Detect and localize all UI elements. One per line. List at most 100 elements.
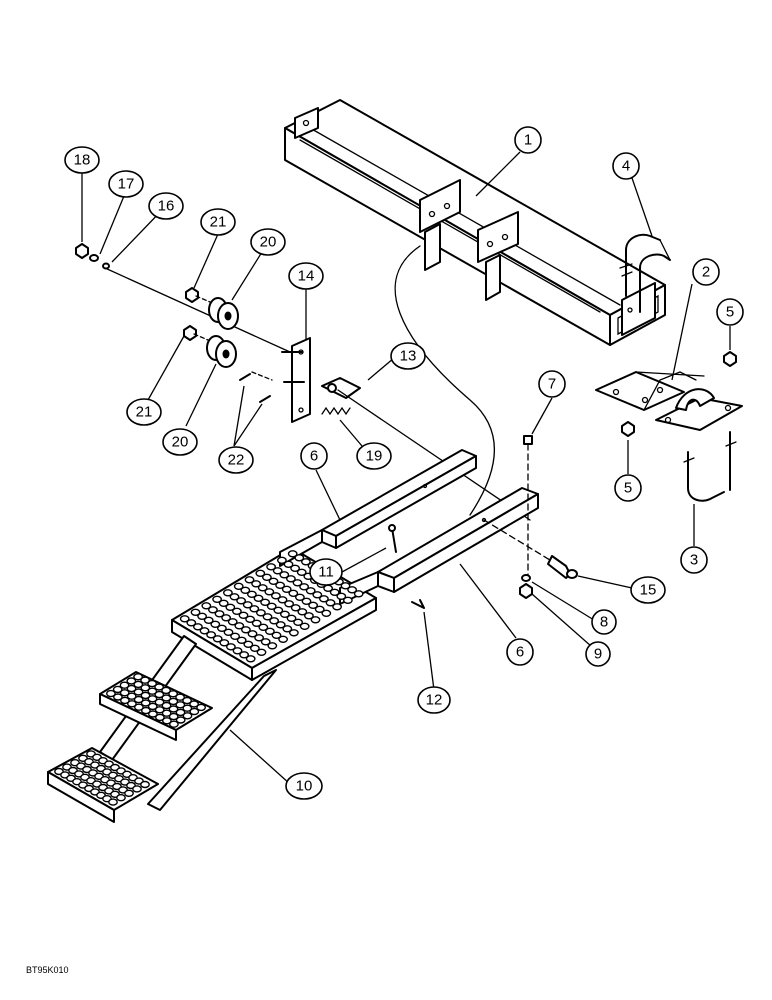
tread-dimple [284, 600, 294, 608]
tread-dimple [225, 603, 236, 611]
tread-dimple [260, 598, 270, 606]
tread-dimple [266, 563, 276, 571]
tread-dimple [126, 692, 137, 700]
callout-18-label: 18 [74, 152, 91, 169]
tread-dimple [279, 571, 290, 579]
tread-dimple [318, 595, 329, 603]
tread-dimple [245, 655, 256, 663]
tread-dimple [296, 568, 307, 576]
tread-dimple [154, 706, 165, 714]
washer-8 [521, 574, 531, 582]
tread-dimple [271, 631, 282, 639]
tread-dimple [133, 688, 144, 696]
tread-dimple [168, 690, 179, 698]
tread-dimple [221, 614, 232, 622]
leader-lines [81, 151, 731, 785]
callout-18: 18 [64, 146, 100, 174]
tread-dimple [186, 619, 197, 627]
tread-dimple [161, 701, 172, 710]
tread-dimple [244, 576, 255, 584]
callout-15-label: 15 [640, 582, 657, 599]
tread-dimple [218, 599, 229, 607]
washer-16 [102, 262, 110, 270]
callout-15: 15 [630, 576, 666, 604]
tread-dimple [154, 698, 165, 706]
tread-dimple [203, 616, 214, 624]
tread-dimple [264, 627, 275, 635]
tread-dimple [264, 588, 275, 596]
tread-dimple [268, 577, 279, 585]
roller-lower [206, 335, 237, 368]
callout-20-lower-label: 20 [172, 434, 189, 451]
spring [321, 406, 351, 416]
callout-14: 14 [288, 262, 324, 290]
tread-dimple [120, 696, 130, 705]
callout-21-lower: 21 [126, 398, 162, 426]
nut-9 [519, 583, 533, 599]
tread-dimple [340, 582, 351, 590]
tread-dimple [256, 648, 267, 656]
tread-dimple [273, 606, 284, 614]
tread-dimple [269, 617, 279, 625]
main-frame-beam [284, 99, 666, 516]
tread-dimple [190, 608, 201, 616]
tread-dimple [287, 550, 298, 558]
callout-3-label: 3 [690, 552, 698, 569]
nut-21-lower [183, 325, 197, 341]
tread-dimple [279, 610, 290, 618]
tread-dimple [133, 695, 144, 704]
tread-dimple [255, 609, 266, 617]
latch-plate [321, 377, 361, 399]
tread-dimple [154, 683, 165, 691]
tread-dimple [278, 635, 288, 643]
tread-dimple [297, 608, 308, 616]
callout-12: 12 [417, 686, 451, 714]
callout-5-upper: 5 [716, 298, 744, 326]
callout-8: 8 [591, 609, 617, 635]
callout-13-label: 13 [400, 348, 417, 365]
tread-dimple [312, 591, 323, 599]
tread-dimple [240, 626, 251, 634]
tread-dimple [133, 680, 144, 689]
tread-dimple [223, 628, 234, 636]
tread-dimple [113, 693, 123, 701]
callout-2-label: 2 [702, 264, 710, 281]
tread-dimple [132, 785, 142, 793]
tread-dimple [270, 592, 281, 600]
tread-dimple [253, 594, 264, 602]
callout-9: 9 [585, 641, 611, 667]
tread-dimple [189, 707, 200, 716]
tread-dimple [249, 644, 260, 652]
callout-6-upper-label: 6 [310, 448, 318, 465]
callout-14-label: 14 [298, 268, 315, 285]
tread-dimple [222, 589, 233, 597]
tread-dimple [225, 643, 236, 651]
tread-dimple [197, 612, 208, 620]
callout-17-label: 17 [118, 176, 135, 193]
callout-11: 11 [309, 558, 343, 586]
tread-dimple [347, 586, 357, 594]
tread-dimple [266, 602, 277, 610]
tread-dimple [212, 635, 223, 643]
tread-dimple [161, 709, 172, 717]
tread-dimple [212, 595, 223, 603]
tread-dimple [308, 601, 318, 609]
tread-dimple [299, 583, 309, 591]
tread-dimple [168, 697, 179, 706]
tread-dimple [245, 615, 256, 623]
tread-dimple [336, 592, 347, 600]
nut-upper-right [723, 351, 737, 367]
slide-rail-upper [321, 449, 477, 549]
tread-dimple [255, 569, 266, 577]
tread-dimple [189, 700, 200, 708]
mounting-bracket [595, 371, 743, 431]
lock-washer-17 [89, 254, 99, 262]
pin-11 [388, 524, 397, 553]
figure-code: BT95K010 [26, 965, 69, 975]
tread-dimple [168, 705, 179, 713]
tread-dimple [234, 622, 245, 630]
tread-dimple [288, 629, 299, 637]
tread-dimple [147, 702, 158, 711]
callout-20-upper-label: 20 [260, 234, 277, 251]
tread-dimple [290, 564, 300, 572]
